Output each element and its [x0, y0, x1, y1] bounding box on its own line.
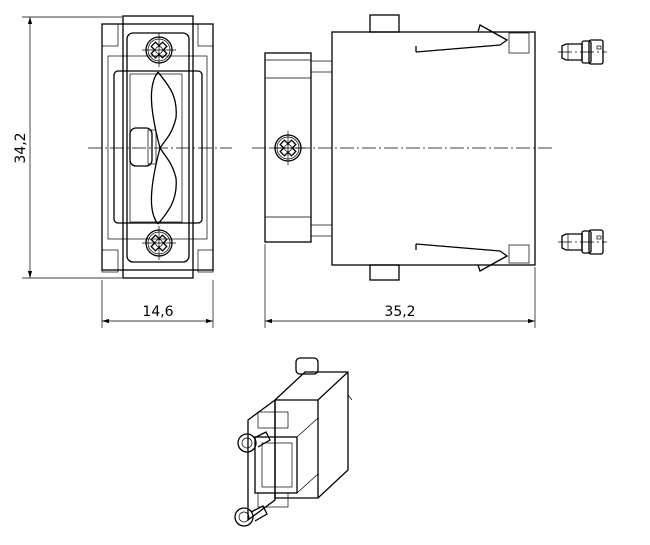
- front-width-label: 14,6: [142, 304, 173, 320]
- height-dimension: 34,2: [13, 16, 122, 279]
- front-view: [88, 15, 232, 279]
- isometric-view: [234, 357, 353, 527]
- screw-head-icon: [141, 225, 177, 261]
- side-view: [252, 14, 552, 281]
- front-width-dimension: 14,6: [101, 280, 214, 328]
- screw-icon: [557, 229, 608, 255]
- side-length-dimension: 35,2: [264, 244, 536, 328]
- height-dimension-label: 34,2: [13, 132, 29, 163]
- screw-head-icon: [141, 32, 177, 68]
- screw-icon: [557, 39, 608, 65]
- side-length-label: 35,2: [384, 304, 415, 320]
